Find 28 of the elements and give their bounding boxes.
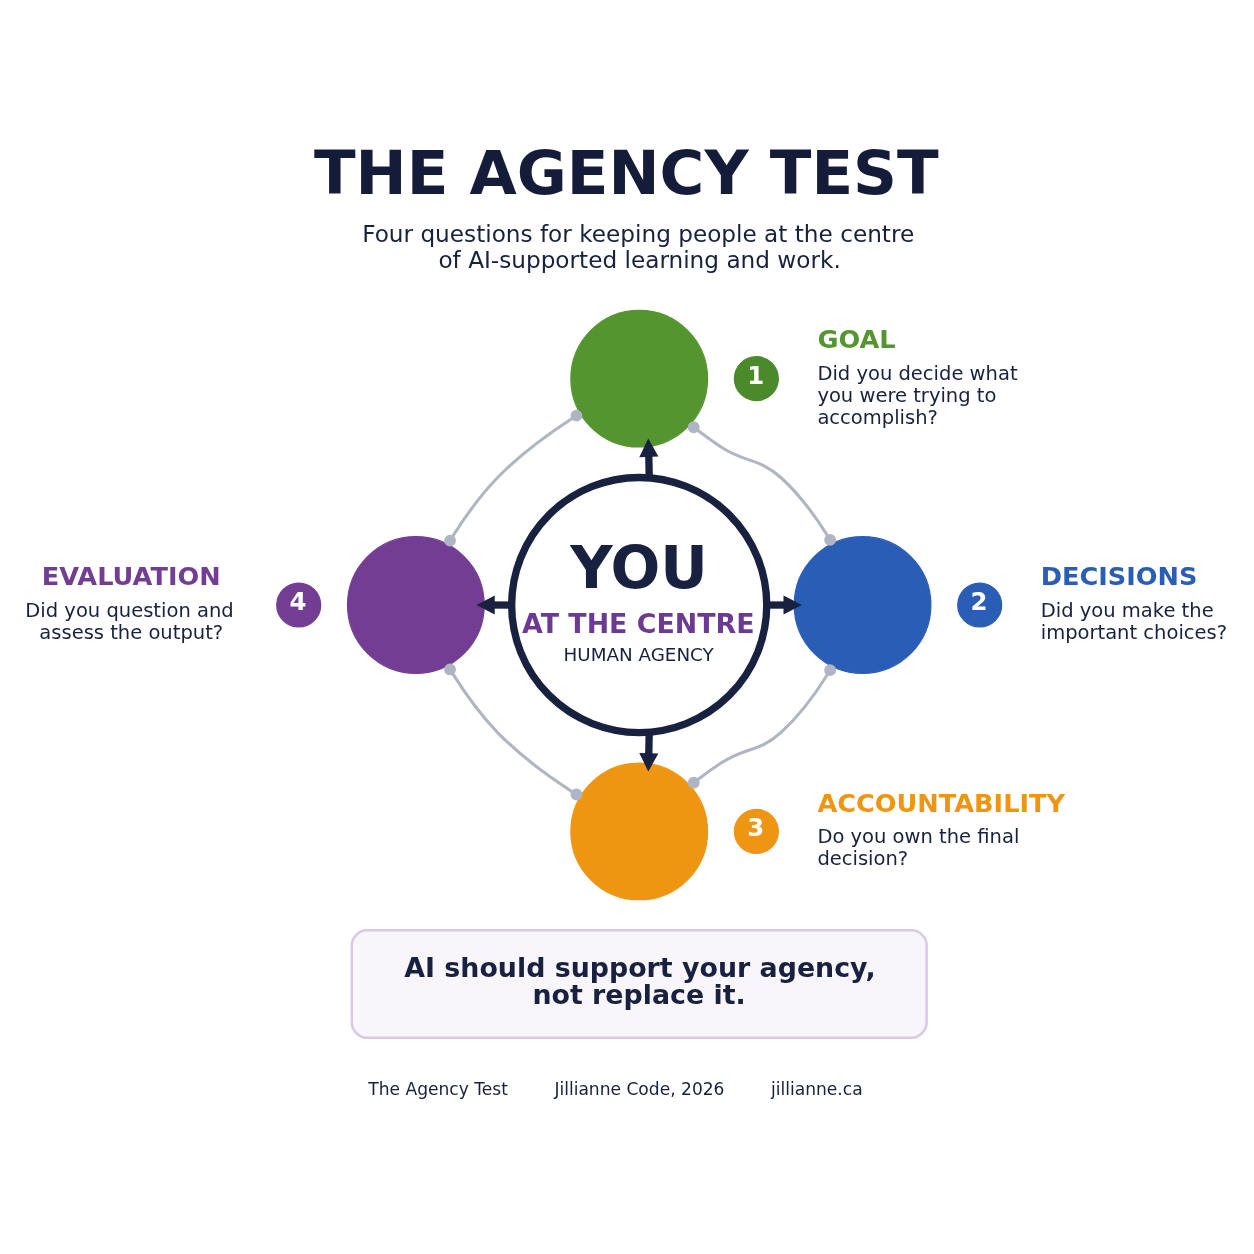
node-label: ACCOUNTABILITY [817, 787, 1066, 818]
node-circle [793, 536, 932, 674]
node-circle: YOU AT THE CENTRE HUMAN AGENCY [508, 473, 771, 737]
node-label: DECISIONS [1040, 561, 1198, 592]
connector [687, 421, 837, 546]
arrow [639, 732, 659, 772]
node-label: Do you own the final decision? [817, 825, 1020, 871]
label: jillianne.ca [771, 1078, 863, 1099]
node-circle: 2 [957, 582, 1003, 628]
node-label: Did you decide what you were trying to accomplish? [817, 361, 1018, 429]
label: The Agency Test [368, 1078, 508, 1099]
node-label: GOAL [817, 323, 896, 354]
arrow [639, 438, 659, 478]
node-circle: 4 [276, 582, 322, 628]
node-label: EVALUATION [41, 561, 221, 592]
node-circle: 3 [733, 808, 779, 854]
label: Jillianne Code, 2026 [554, 1078, 725, 1099]
connector [444, 409, 583, 547]
arrow [476, 595, 512, 615]
node-box: AI should support your agency, not replace it. [350, 929, 928, 1039]
connector [687, 664, 837, 789]
arrow [767, 595, 802, 615]
label: Four questions for keeping people at the centre of AI-supported learning and work. [362, 220, 915, 273]
diagram-title: THE AGENCY TEST [313, 137, 939, 209]
node-label: Did you make the important choices? [1040, 598, 1228, 644]
node-circle: 1 [733, 356, 779, 402]
connector [444, 663, 583, 801]
node-label: Did you question and assess the output? [25, 598, 234, 644]
